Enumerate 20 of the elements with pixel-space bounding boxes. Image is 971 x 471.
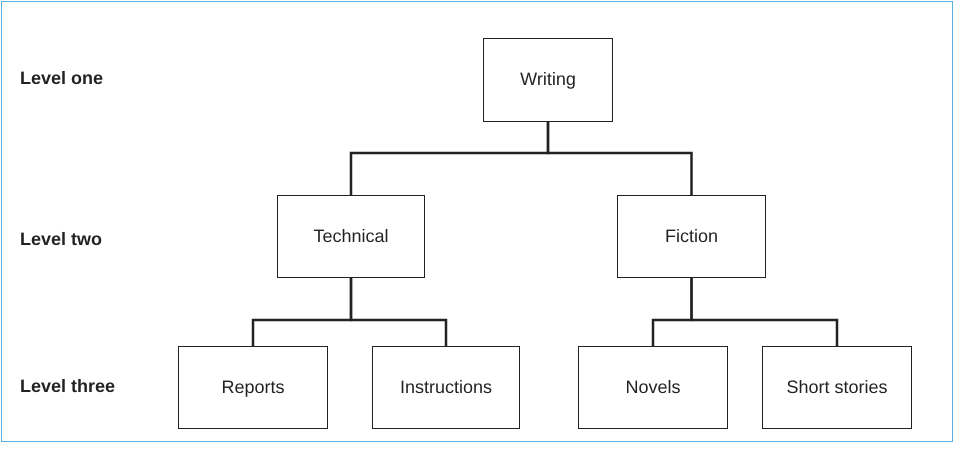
connector-line: [546, 122, 693, 195]
level-label: Level two: [20, 229, 102, 250]
node-label: Instructions: [400, 376, 492, 398]
category-box: [483, 38, 613, 122]
node-label: Reports: [221, 376, 285, 398]
category-box: [277, 195, 425, 278]
category-box: [372, 346, 520, 429]
level-label: Level three: [20, 376, 116, 397]
node-label: Writing: [520, 69, 576, 91]
node-label: Fiction: [664, 226, 718, 248]
node-label: Technical: [313, 226, 389, 248]
category-box: [617, 195, 766, 278]
level-label: Level one: [20, 68, 104, 89]
node-label: Short stories: [786, 376, 888, 398]
category-box: [762, 346, 912, 429]
category-box: [178, 346, 328, 429]
category-box: [578, 346, 728, 429]
connector-line: [690, 278, 838, 346]
node-label: Novels: [625, 376, 681, 398]
connector-line: [350, 278, 448, 346]
